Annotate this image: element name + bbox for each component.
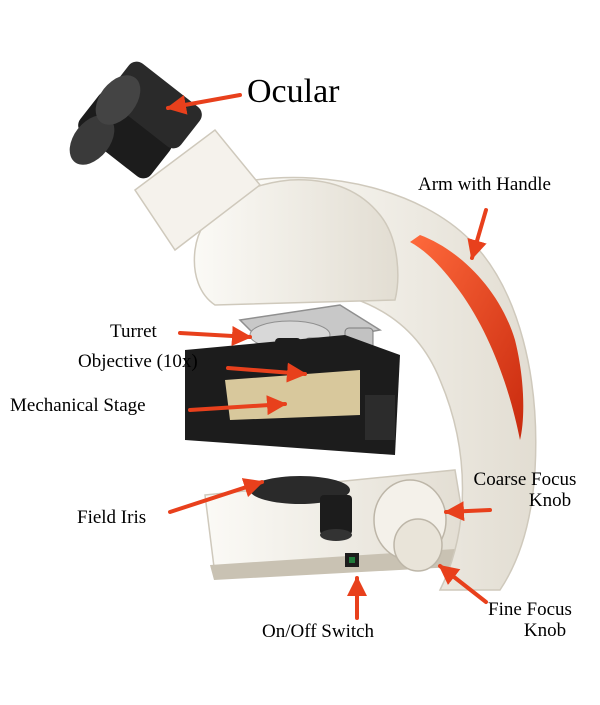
arrow-iris xyxy=(168,478,264,514)
label-objective: Objective (10x) xyxy=(78,351,198,372)
label-turret: Turret xyxy=(110,321,157,342)
arm-handle xyxy=(410,235,524,440)
label-coarse-focus-knob: Coarse Focus Knob xyxy=(455,469,595,512)
label-arm-with-handle: Arm with Handle xyxy=(418,174,551,195)
arrow-objective xyxy=(226,362,307,383)
label-ocular: Ocular xyxy=(247,73,340,110)
focus-knobs xyxy=(373,479,447,572)
label-fine-focus-knob: Fine Focus Knob xyxy=(465,599,595,642)
label-on-off-switch: On/Off Switch xyxy=(262,621,375,642)
arrow-turret xyxy=(178,325,252,346)
label-coarse-line2: Knob xyxy=(528,489,572,511)
arrow-coarse xyxy=(444,501,492,522)
arrow-arm xyxy=(467,208,488,260)
label-field-iris: Field Iris xyxy=(77,507,147,528)
label-mechanical-stage: Mechanical Stage xyxy=(10,395,146,416)
arrow-stage xyxy=(188,395,287,416)
arrow-fine xyxy=(438,564,488,604)
field-iris xyxy=(250,476,352,541)
arrow-ocular xyxy=(166,93,242,115)
label-coarse-line1: Coarse Focus xyxy=(473,469,577,490)
label-fine-line1: Fine Focus xyxy=(488,599,572,620)
label-fine-line2: Knob xyxy=(523,619,567,641)
ocular-assembly xyxy=(69,61,262,252)
